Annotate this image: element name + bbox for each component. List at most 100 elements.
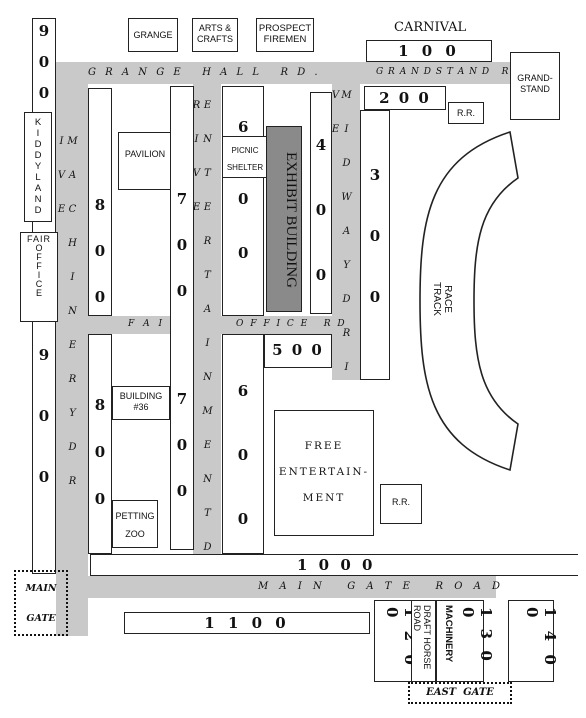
fair-office-letter: I (37, 270, 41, 280)
lot-700-top-digit: 7 (176, 190, 188, 208)
arts-crafts-label: ARTS & CRAFTS (197, 23, 233, 44)
kiddyland-letter: L (35, 172, 41, 183)
main-gate-label: MAIN GATE (25, 583, 57, 624)
lot-600-bottom-digit: 0 (237, 446, 249, 464)
building-36-label: BUILDING #36 (119, 391, 163, 412)
fair-office-letter: O (35, 243, 43, 253)
lot-300-label: 3 0 0 (365, 166, 385, 306)
lot-400-digit: 0 (315, 266, 327, 284)
grandstand-building: GRAND- STAND (510, 52, 560, 120)
grange-label: GRANGE (133, 30, 173, 40)
picnic-shelter: PICNIC SHELTER (222, 136, 268, 178)
lot-600-top-digit: 0 (238, 190, 249, 208)
lot-900-bottom-digit: 0 (38, 407, 50, 425)
petting-zoo: PETTING ZOO (112, 500, 158, 548)
lot-600-bottom-digit: 0 (237, 510, 249, 528)
lot-800-bottom-digit: 0 (94, 490, 106, 508)
lot-1300: MACHINERY 1 3 0 0 (436, 600, 495, 682)
lot-400 (310, 92, 332, 314)
pavilion: PAVILION (118, 132, 172, 190)
grange-hall-road (56, 62, 510, 84)
restroom-bottom: R.R. (380, 484, 422, 524)
lot-100-label: 1 0 0 (398, 42, 460, 60)
kiddyland-letter: Y (34, 161, 42, 172)
fair-office-letter: I (40, 234, 44, 244)
lot-800-top-digit: 8 (94, 196, 106, 214)
kiddyland-letter: A (34, 183, 42, 194)
lot-300-digit: 3 (369, 166, 381, 184)
fair-office-letter: R (43, 234, 52, 244)
lot-1000: 1 0 0 0 (90, 554, 578, 576)
entertainment-drive-label: E N T E R T A I N M E N T D R I V E (191, 100, 213, 559)
lot-600-bottom-label: 6 0 0 (233, 382, 253, 528)
petting-zoo-label: PETTING ZOO (115, 511, 155, 539)
lot-800-top-digit: 0 (94, 288, 106, 306)
fair-office-label: FAIR O F F I C E (21, 235, 57, 298)
fair-office: FAIR O F F I C E (20, 232, 58, 322)
lot-100: 1 0 0 (366, 40, 492, 62)
building-36: BUILDING #36 (112, 386, 170, 420)
arts-crafts-building: ARTS & CRAFTS (192, 18, 238, 52)
lot-800-bottom-label: 8 0 0 (90, 396, 110, 508)
lot-900-top-digit: 0 (38, 53, 50, 71)
lot-800-bottom-digit: 0 (94, 443, 106, 461)
fair-office-letter: F (36, 252, 42, 262)
machinery-label: MACHINERY (443, 605, 454, 663)
kiddyland-label: K I D D Y L A N D (25, 117, 51, 216)
kiddyland-letter: N (34, 194, 42, 205)
lot-800-top-digit: 0 (94, 242, 106, 260)
lot-900-top-digit: 0 (38, 84, 50, 102)
lot-700-top-label: 7 0 0 (172, 190, 192, 300)
fair-office-letter: E (35, 288, 42, 298)
machinery-drive-road (56, 62, 88, 636)
machinery-drive-label: M A C H I N E R Y D R I V E (56, 136, 78, 493)
lot-500: 5 0 0 (264, 334, 332, 368)
lot-1100: 1 1 0 0 (124, 612, 370, 634)
free-entertainment-label: FREE ENTERTAIN- MENT (278, 440, 370, 504)
fair-road-label: F A I R (128, 319, 181, 329)
lot-200-label: 2 0 0 (379, 89, 431, 107)
kiddyland-letter: I (36, 128, 40, 139)
lot-600-top-digit: 6 (238, 118, 249, 136)
lot-1100-label: 1 1 0 0 (204, 614, 290, 632)
lot-700-top-digit: 0 (176, 282, 188, 300)
midway-drive-label: M I D W A Y D R I V E (330, 90, 352, 379)
lot-700-bottom-digit: 7 (176, 390, 188, 408)
kiddyland: K I D D Y L A N D (24, 112, 52, 222)
lot-1000-label: 1 0 0 0 (297, 556, 376, 574)
lot-900-top-label: 9 0 0 (34, 22, 54, 102)
lot-800-top-label: 8 0 0 (90, 196, 110, 306)
kiddyland-letter: D (34, 139, 42, 150)
lot-600-top (222, 86, 264, 316)
exhibit-building: EXHIBIT BUILDING (266, 126, 302, 312)
fair-office-letter: F (26, 234, 33, 244)
lot-200: 2 0 0 (364, 86, 446, 110)
race-track-label: RACE TRACK (431, 282, 453, 316)
grange-hall-road-label: G R A N G E H A L L R D . (88, 67, 321, 78)
lot-1400-label: 1 4 0 0 (523, 607, 559, 669)
lot-900-bottom-digit: 9 (38, 346, 50, 364)
lot-800-top (88, 88, 112, 316)
fair-office-letter: A (32, 234, 40, 244)
grandstand-label: GRAND- STAND (517, 73, 553, 94)
lot-800-bottom (88, 334, 112, 554)
midway-drive-road (332, 84, 360, 380)
lot-1300-label: 1 3 0 0 (459, 607, 495, 664)
restroom-top: R.R. (448, 102, 484, 124)
fair-office-letter: C (35, 279, 43, 289)
lot-600-bottom-digit: 6 (237, 382, 249, 400)
grange-building: GRANGE (128, 18, 178, 52)
lot-800-bottom-digit: 8 (94, 396, 106, 414)
lot-1400: 1 4 0 0 (508, 600, 559, 682)
lot-1200: 1 2 0 0 (374, 600, 419, 682)
picnic-shelter-label: PICNIC SHELTER (226, 146, 264, 172)
lot-900-bottom-label: 9 0 0 (34, 346, 54, 486)
lot-700-bottom-digit: 0 (176, 482, 188, 500)
draft-horse-road: DRAFT HORSE ROAD (412, 600, 436, 682)
main-gate-road-label: M A I N G A T E R O A D (258, 581, 504, 592)
lot-700 (170, 86, 194, 550)
prospect-firemen-label: PROSPECT FIREMEN (258, 23, 312, 46)
carnival-label: CARNIVAL (394, 20, 467, 35)
lot-300 (360, 110, 390, 380)
race-track (419, 130, 519, 472)
